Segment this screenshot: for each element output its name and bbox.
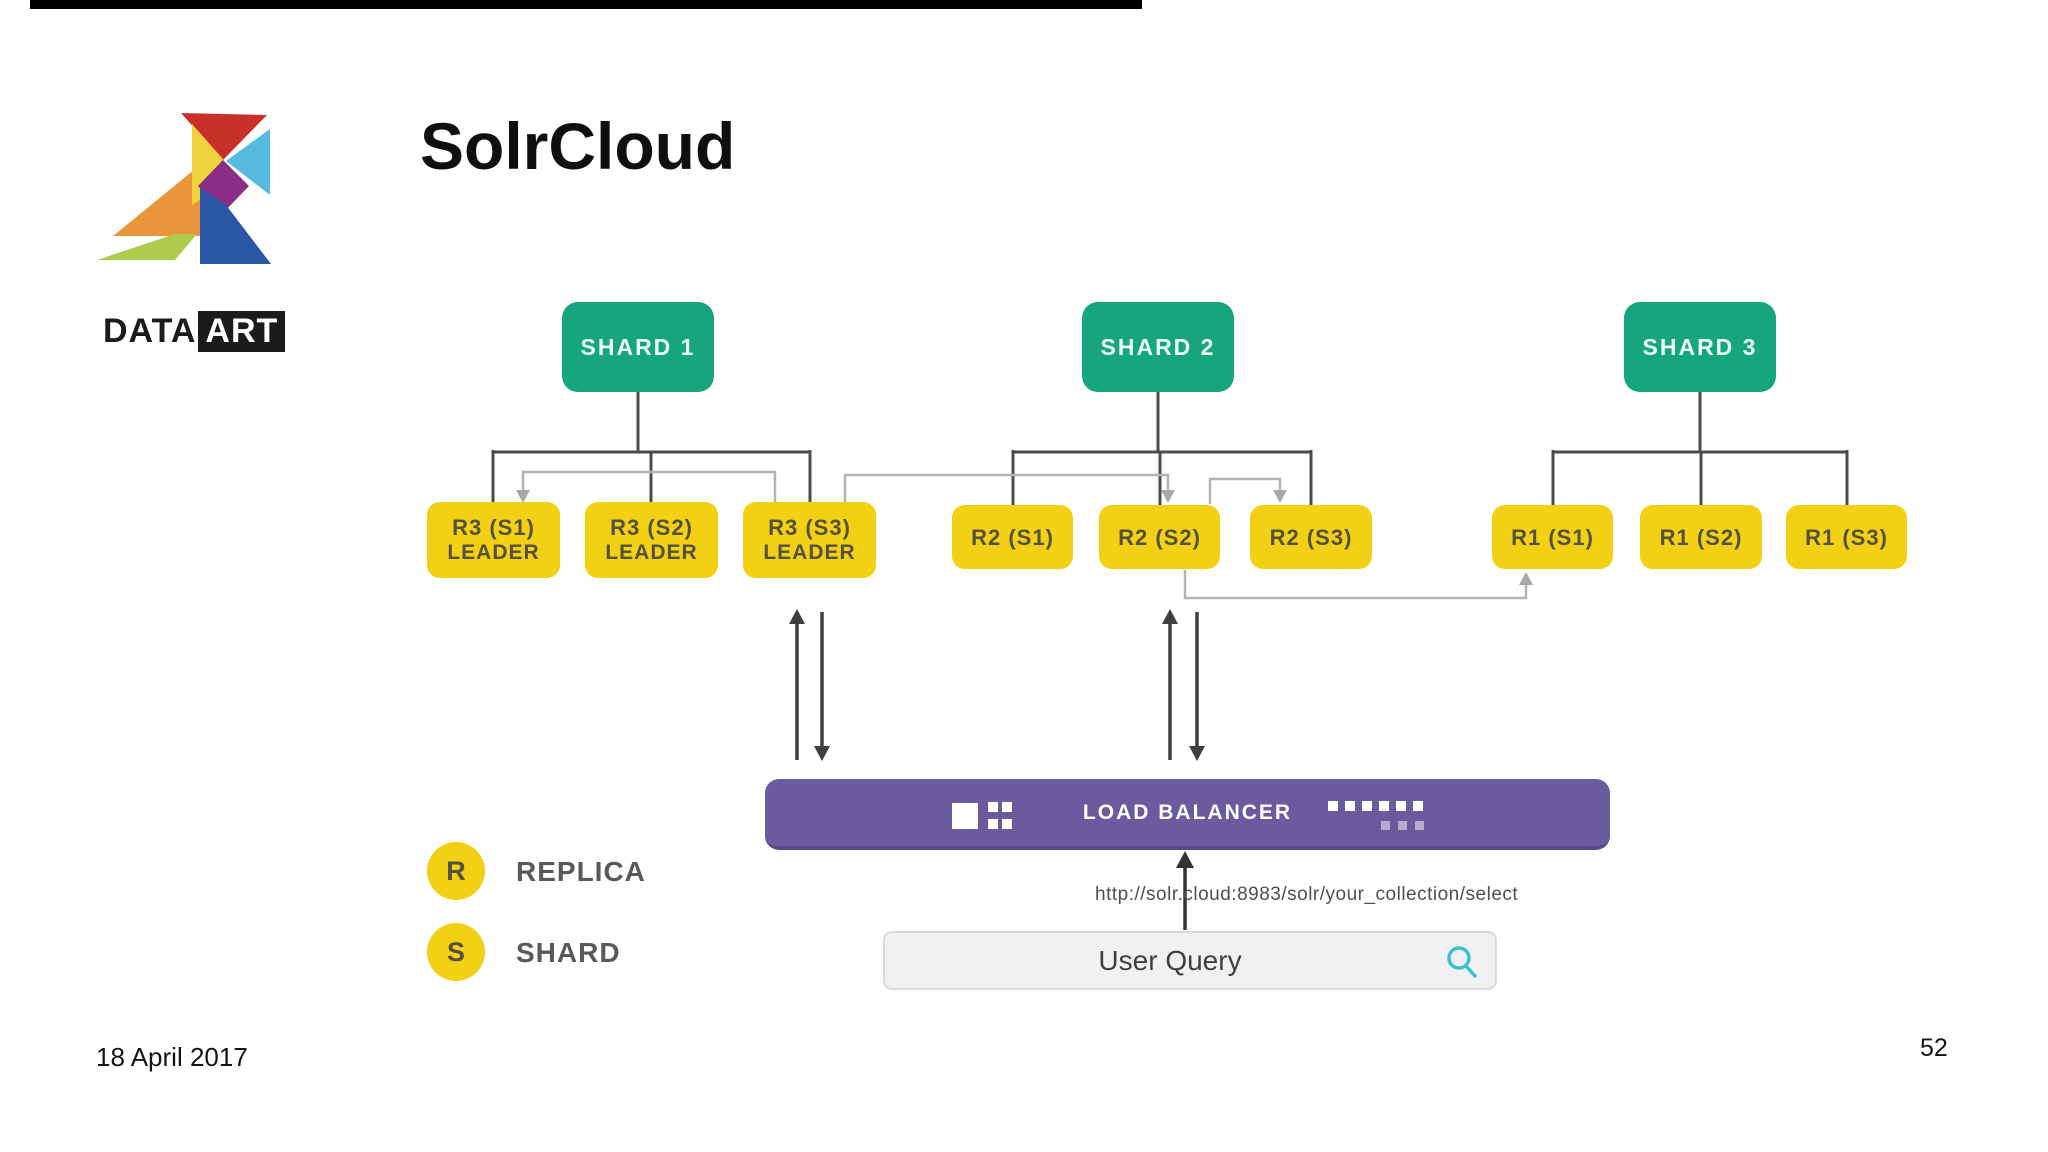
server-led-grid-icon bbox=[1002, 819, 1012, 829]
replica-sublabel: LEADER bbox=[447, 541, 540, 564]
load-balancer-bar: LOAD BALANCER bbox=[765, 779, 1610, 850]
server-led-row-icon bbox=[1396, 801, 1406, 811]
query-lb-arrow bbox=[1176, 851, 1194, 930]
server-led-large-icon bbox=[952, 803, 978, 829]
shard2-node: SHARD 2 bbox=[1082, 302, 1234, 392]
shard2-label: SHARD 2 bbox=[1100, 333, 1216, 360]
server-led-dim-icon bbox=[1398, 821, 1407, 830]
replica-label: R1 (S2) bbox=[1659, 524, 1743, 550]
dataart-wordmark-data: DATA bbox=[103, 312, 197, 350]
replica-label: R1 (S3) bbox=[1805, 524, 1888, 550]
server-led-row-icon bbox=[1345, 801, 1355, 811]
legend-shard-label: SHARD bbox=[516, 937, 621, 968]
legend-shard-badge: S bbox=[427, 923, 485, 981]
legend-shard-symbol: S bbox=[446, 936, 465, 967]
leader-lb-arrowheads bbox=[789, 609, 1205, 761]
slide-date: 18 April 2017 bbox=[96, 1042, 248, 1072]
replication-arrowheads bbox=[516, 490, 1533, 585]
shard3-tree-lines bbox=[1551, 392, 1849, 506]
shard1-tree-lines bbox=[491, 392, 812, 506]
dataart-logo-icon bbox=[97, 113, 271, 264]
shard3-node: SHARD 3 bbox=[1624, 302, 1776, 392]
shard1-node: SHARD 1 bbox=[562, 302, 714, 392]
server-led-row-icon bbox=[1362, 801, 1372, 811]
shard3-label: SHARD 3 bbox=[1642, 333, 1758, 360]
slide-page-number: 52 bbox=[1920, 1034, 1948, 1062]
legend-replica-badge: R bbox=[427, 842, 485, 900]
legend-replica-symbol: R bbox=[446, 855, 466, 886]
server-led-grid-icon bbox=[988, 802, 998, 812]
server-led-grid-icon bbox=[988, 819, 998, 829]
replica-node-r3-s3: R3 (S3) LEADER bbox=[743, 502, 876, 578]
search-icon[interactable] bbox=[1445, 945, 1479, 979]
shard1-label: SHARD 1 bbox=[580, 333, 696, 360]
replica-node-r1-s1: R1 (S1) bbox=[1492, 505, 1613, 569]
server-led-row-icon bbox=[1379, 801, 1389, 811]
request-url-text: http://solr.cloud:8983/solr/your_collect… bbox=[1095, 884, 1519, 905]
user-query-label: User Query bbox=[1098, 945, 1242, 976]
shard2-tree-lines bbox=[1011, 392, 1313, 508]
server-led-dim-icon bbox=[1381, 821, 1390, 830]
replication-lines bbox=[521, 470, 1528, 600]
leader-lb-arrows bbox=[795, 612, 1199, 760]
replica-node-r1-s3: R1 (S3) bbox=[1786, 505, 1907, 569]
top-artifact-bar bbox=[30, 0, 1142, 9]
replica-label: R3 (S3) bbox=[768, 515, 851, 540]
load-balancer-label: LOAD BALANCER bbox=[1082, 801, 1293, 824]
replica-node-r3-s2: R3 (S2) LEADER bbox=[585, 502, 718, 578]
replica-label: R2 (S2) bbox=[1118, 524, 1201, 550]
user-query-input[interactable]: User Query bbox=[883, 931, 1497, 990]
replica-sublabel: LEADER bbox=[763, 541, 856, 564]
replica-label: R3 (S2) bbox=[610, 515, 693, 540]
server-led-dim-icon bbox=[1415, 821, 1424, 830]
replica-node-r1-s2: R1 (S2) bbox=[1640, 505, 1762, 569]
server-led-row-icon bbox=[1413, 801, 1423, 811]
replica-node-r3-s1: R3 (S1) LEADER bbox=[427, 502, 560, 578]
replica-sublabel: LEADER bbox=[605, 541, 698, 564]
replica-label: R2 (S1) bbox=[971, 524, 1054, 550]
replica-node-r2-s2: R2 (S2) bbox=[1099, 505, 1220, 569]
legend-replica-label: REPLICA bbox=[516, 856, 646, 887]
replica-label: R1 (S1) bbox=[1511, 524, 1594, 550]
server-led-row-icon bbox=[1328, 801, 1338, 811]
page-title: SolrCloud bbox=[420, 109, 736, 183]
replica-node-r2-s1: R2 (S1) bbox=[952, 505, 1073, 569]
replica-label: R2 (S3) bbox=[1269, 524, 1353, 550]
server-led-grid-icon bbox=[1002, 802, 1012, 812]
dataart-wordmark-art: ART bbox=[198, 311, 286, 352]
replica-node-r2-s3: R2 (S3) bbox=[1250, 505, 1372, 569]
replica-label: R3 (S1) bbox=[452, 515, 535, 540]
